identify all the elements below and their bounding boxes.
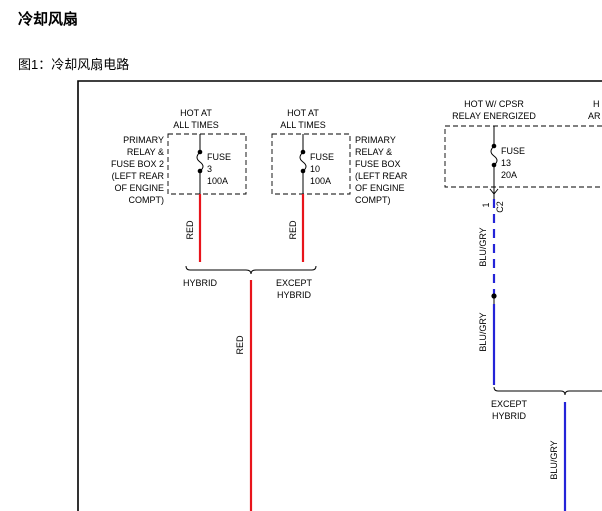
middle-fuse-icon bbox=[299, 151, 307, 172]
left-hot-label-2: ALL TIMES bbox=[173, 120, 219, 130]
right-hot-label-2: RELAY ENERGIZED bbox=[452, 111, 536, 121]
right-fuse-rating: 20A bbox=[501, 170, 517, 180]
left-box-label-4: (LEFT REAR bbox=[112, 171, 165, 181]
middle-wire-color-label: RED bbox=[288, 220, 298, 240]
left-box-label-2: RELAY & bbox=[127, 147, 164, 157]
brace-except-hybrid-label-2: HYBRID bbox=[277, 290, 312, 300]
option-brace bbox=[185, 265, 317, 275]
right-fuse-box-outline bbox=[444, 125, 602, 188]
figure-caption: 图1：冷却风扇电路 bbox=[18, 57, 130, 72]
left-fuse-label: FUSE bbox=[207, 152, 231, 162]
merged-wire-color-label: RED bbox=[235, 335, 245, 355]
middle-hot-label-2: ALL TIMES bbox=[280, 120, 326, 130]
middle-fuse-rating: 100A bbox=[310, 176, 331, 186]
page-title: 冷却风扇 bbox=[18, 11, 79, 28]
middle-box-label-2: RELAY & bbox=[355, 147, 392, 157]
middle-fuse-label: FUSE bbox=[310, 152, 334, 162]
left-fuse-box-outline bbox=[167, 133, 247, 195]
middle-box-label-6: COMPT) bbox=[355, 195, 391, 205]
left-box-label-1: PRIMARY bbox=[123, 135, 164, 145]
middle-hot-label-1: HOT AT bbox=[287, 108, 319, 118]
brace-hybrid-label: HYBRID bbox=[183, 278, 218, 288]
middle-fuse-number: 10 bbox=[310, 164, 320, 174]
diagram-frame bbox=[77, 80, 602, 511]
left-box-label-5: OF ENGINE bbox=[114, 183, 164, 193]
left-fuse-rating: 100A bbox=[207, 176, 228, 186]
right-hot-label-1: HOT W/ CPSR bbox=[464, 99, 524, 109]
partial-right-label-2: AR bbox=[588, 111, 601, 121]
right-wire-color-label-upper: BLU/GRY bbox=[478, 227, 488, 266]
middle-box-label-4: (LEFT REAR bbox=[355, 171, 408, 181]
right-option-wire-color-label: BLU/GRY bbox=[549, 440, 559, 479]
right-fuse-label: FUSE bbox=[501, 146, 525, 156]
right-fuse-number: 13 bbox=[501, 158, 511, 168]
right-fuse-icon bbox=[490, 145, 498, 166]
connector-pin-label: 1 bbox=[481, 202, 491, 207]
right-option-label-2: HYBRID bbox=[492, 411, 527, 421]
middle-box-label-1: PRIMARY bbox=[355, 135, 396, 145]
left-box-label-6: COMPT) bbox=[129, 195, 165, 205]
middle-fuse-box-outline bbox=[271, 133, 351, 195]
left-wire-color-label: RED bbox=[185, 220, 195, 240]
left-fuse-number: 3 bbox=[207, 164, 212, 174]
left-fuse-icon bbox=[196, 151, 204, 172]
middle-box-label-5: OF ENGINE bbox=[355, 183, 405, 193]
brace-except-hybrid-label-1: EXCEPT bbox=[276, 278, 313, 288]
right-option-label-1: EXCEPT bbox=[491, 399, 528, 409]
middle-box-label-3: FUSE BOX bbox=[355, 159, 401, 169]
left-hot-label-1: HOT AT bbox=[180, 108, 212, 118]
right-wire-color-label-lower: BLU/GRY bbox=[478, 312, 488, 351]
left-box-label-3: FUSE BOX 2 bbox=[111, 159, 164, 169]
partial-right-label-1: H bbox=[593, 99, 600, 109]
connector-id-label: C2 bbox=[495, 201, 505, 213]
right-option-bracket bbox=[493, 386, 602, 396]
